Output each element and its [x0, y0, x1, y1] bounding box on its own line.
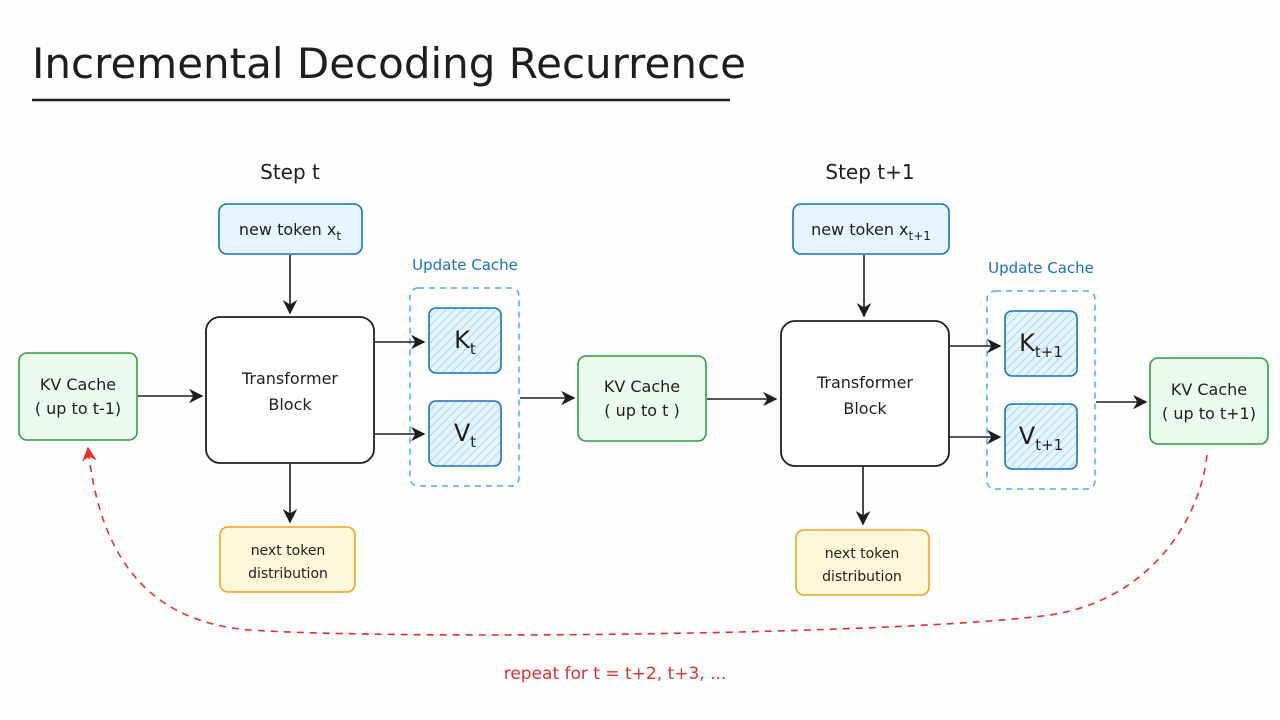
v-label-t: Vt — [454, 419, 476, 451]
kv-cache-range-2: ( up to t+1) — [1162, 404, 1256, 423]
new-token-box-t1 — [792, 203, 950, 255]
kv-cache-label-0: KV Cache — [40, 375, 116, 394]
kv-cache-range-1: ( up to t ) — [604, 401, 679, 420]
update-cache-group-t1 — [986, 290, 1096, 490]
update-cache-group-t — [409, 287, 520, 487]
next-token-label-t1: next token — [825, 546, 900, 562]
next-token-label-t: next token — [251, 543, 326, 559]
kv-cache-label-2: KV Cache — [1171, 380, 1247, 399]
kv-cache-box-t-plus-1 — [1149, 357, 1269, 445]
page-title: Incremental Decoding Recurrence — [32, 39, 746, 88]
update-cache-label-t1: Update Cache — [988, 259, 1094, 277]
kv-cache-label-1: KV Cache — [604, 377, 680, 396]
transformer-label-t1: Transformer — [816, 373, 913, 392]
kv-cache-range-0: ( up to t-1) — [35, 399, 121, 418]
next-token-box-t — [219, 526, 356, 593]
transformer-block-t — [205, 316, 375, 464]
transformer-label2-t: Block — [268, 395, 312, 414]
new-token-label-t: new token xt — [239, 220, 341, 243]
v-box-t — [428, 400, 502, 467]
new-token-box-t — [218, 203, 363, 255]
step-label-t: Step t — [260, 160, 320, 184]
v-box-t1 — [1004, 403, 1078, 470]
distribution-label-t: distribution — [248, 566, 328, 582]
kv-cache-box-t — [577, 355, 707, 442]
loop-label: repeat for t = t+2, t+3, ... — [504, 664, 727, 684]
update-cache-label-t: Update Cache — [412, 256, 518, 274]
v-label-t1: Vt+1 — [1019, 422, 1063, 454]
next-token-box-t1 — [795, 529, 930, 596]
new-token-label-t1: new token xt+1 — [811, 220, 931, 243]
loop-back-arrow — [82, 446, 1208, 636]
distribution-label-t1: distribution — [822, 569, 902, 585]
k-box-t1 — [1004, 310, 1078, 377]
k-label-t: Kt — [454, 326, 476, 358]
transformer-label-t: Transformer — [241, 369, 338, 388]
k-label-t1: Kt+1 — [1019, 329, 1063, 361]
step-label-t1: Step t+1 — [825, 160, 914, 184]
transformer-label2-t1: Block — [843, 399, 887, 418]
k-box-t — [428, 307, 502, 374]
transformer-block-t1 — [780, 320, 950, 467]
kv-cache-box-t-minus-1 — [18, 352, 138, 441]
